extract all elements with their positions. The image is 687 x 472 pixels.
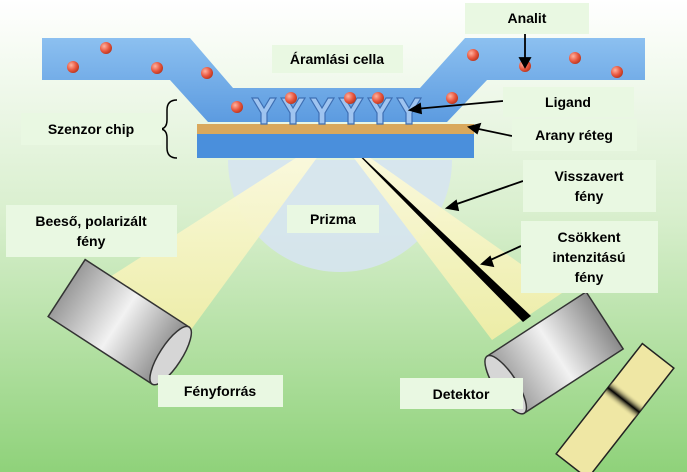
prism-label: Prizma: [310, 211, 356, 227]
analyte-particle: [201, 67, 213, 79]
analyte-label-box: [465, 3, 589, 34]
flow-cell: [42, 38, 645, 122]
sensor-chip-label-box: [21, 113, 162, 145]
detector-strip-dark-band: [602, 380, 645, 420]
analyte-particle: [372, 92, 384, 104]
analyte-particle: [446, 92, 458, 104]
ligand-label-box: [503, 87, 634, 117]
incident-light-label-line2: fény: [77, 233, 106, 249]
arrows: [407, 34, 532, 268]
analyte-arrow-head: [518, 57, 532, 69]
light-source-face: [149, 325, 193, 386]
light-source-label: Fényforrás: [184, 383, 257, 399]
ligand-3: [308, 97, 336, 125]
ligand-label: Ligand: [545, 94, 591, 110]
analyte-particle: [569, 52, 581, 64]
gold-layer-label-box: [512, 119, 637, 151]
reflected-light-label-line2: fény: [575, 188, 604, 204]
gold-layer: [197, 124, 474, 134]
reduced-light-label-line2: intenzitású: [552, 249, 625, 265]
reduced-light-label-line3: fény: [575, 269, 604, 285]
sensor-chip-label: Szenzor chip: [48, 121, 134, 137]
analyte-particle: [467, 49, 479, 61]
reduced-arrow: [485, 245, 522, 263]
analyte-label: Analit: [508, 10, 547, 26]
reflected-light-label-line1: Visszavert: [554, 168, 623, 184]
incident-light-label-line1: Beeső, polarizált: [35, 213, 147, 229]
analyte-particle: [100, 42, 112, 54]
incident-light-label-box: [6, 205, 177, 257]
incident-light-beam: [102, 133, 335, 342]
reduced-intensity-line: [337, 133, 531, 322]
gold-layer-label: Arany réteg: [535, 127, 613, 143]
ligand-arrow: [414, 100, 504, 110]
ligand-arrow-head: [407, 102, 423, 115]
reduced-light-label-box: [521, 221, 658, 293]
analyte-particle: [285, 92, 297, 104]
analyte-particle: [151, 62, 163, 74]
analyte-particle: [67, 61, 79, 73]
light-source-label-box: [158, 375, 283, 407]
gold-arrow: [473, 127, 513, 137]
detector-strip: [555, 342, 675, 472]
detector-label-box: [400, 378, 523, 409]
flow-cell-label-box: [272, 45, 403, 73]
reduced-light-label-line1: Csökkent: [557, 229, 620, 245]
analyte-particle: [611, 66, 623, 78]
flow-cell-label: Áramlási cella: [290, 51, 384, 67]
light-source: [47, 258, 193, 386]
reduced-arrow-head: [480, 255, 495, 268]
analyte-particle: [344, 92, 356, 104]
detector-strip-body: [555, 342, 675, 472]
ligand-group: [250, 97, 423, 125]
ligand-1: [250, 97, 278, 125]
reflected-light-label-box: [523, 160, 656, 212]
prism-label-box: [287, 205, 379, 233]
reflected-arrow: [450, 180, 524, 207]
detector-label: Detektor: [433, 386, 490, 402]
gold-arrow-head: [466, 122, 482, 135]
reflected-arrow-head: [444, 199, 460, 212]
sensor-chip-base: [197, 134, 474, 158]
analyte-particle: [231, 101, 243, 113]
